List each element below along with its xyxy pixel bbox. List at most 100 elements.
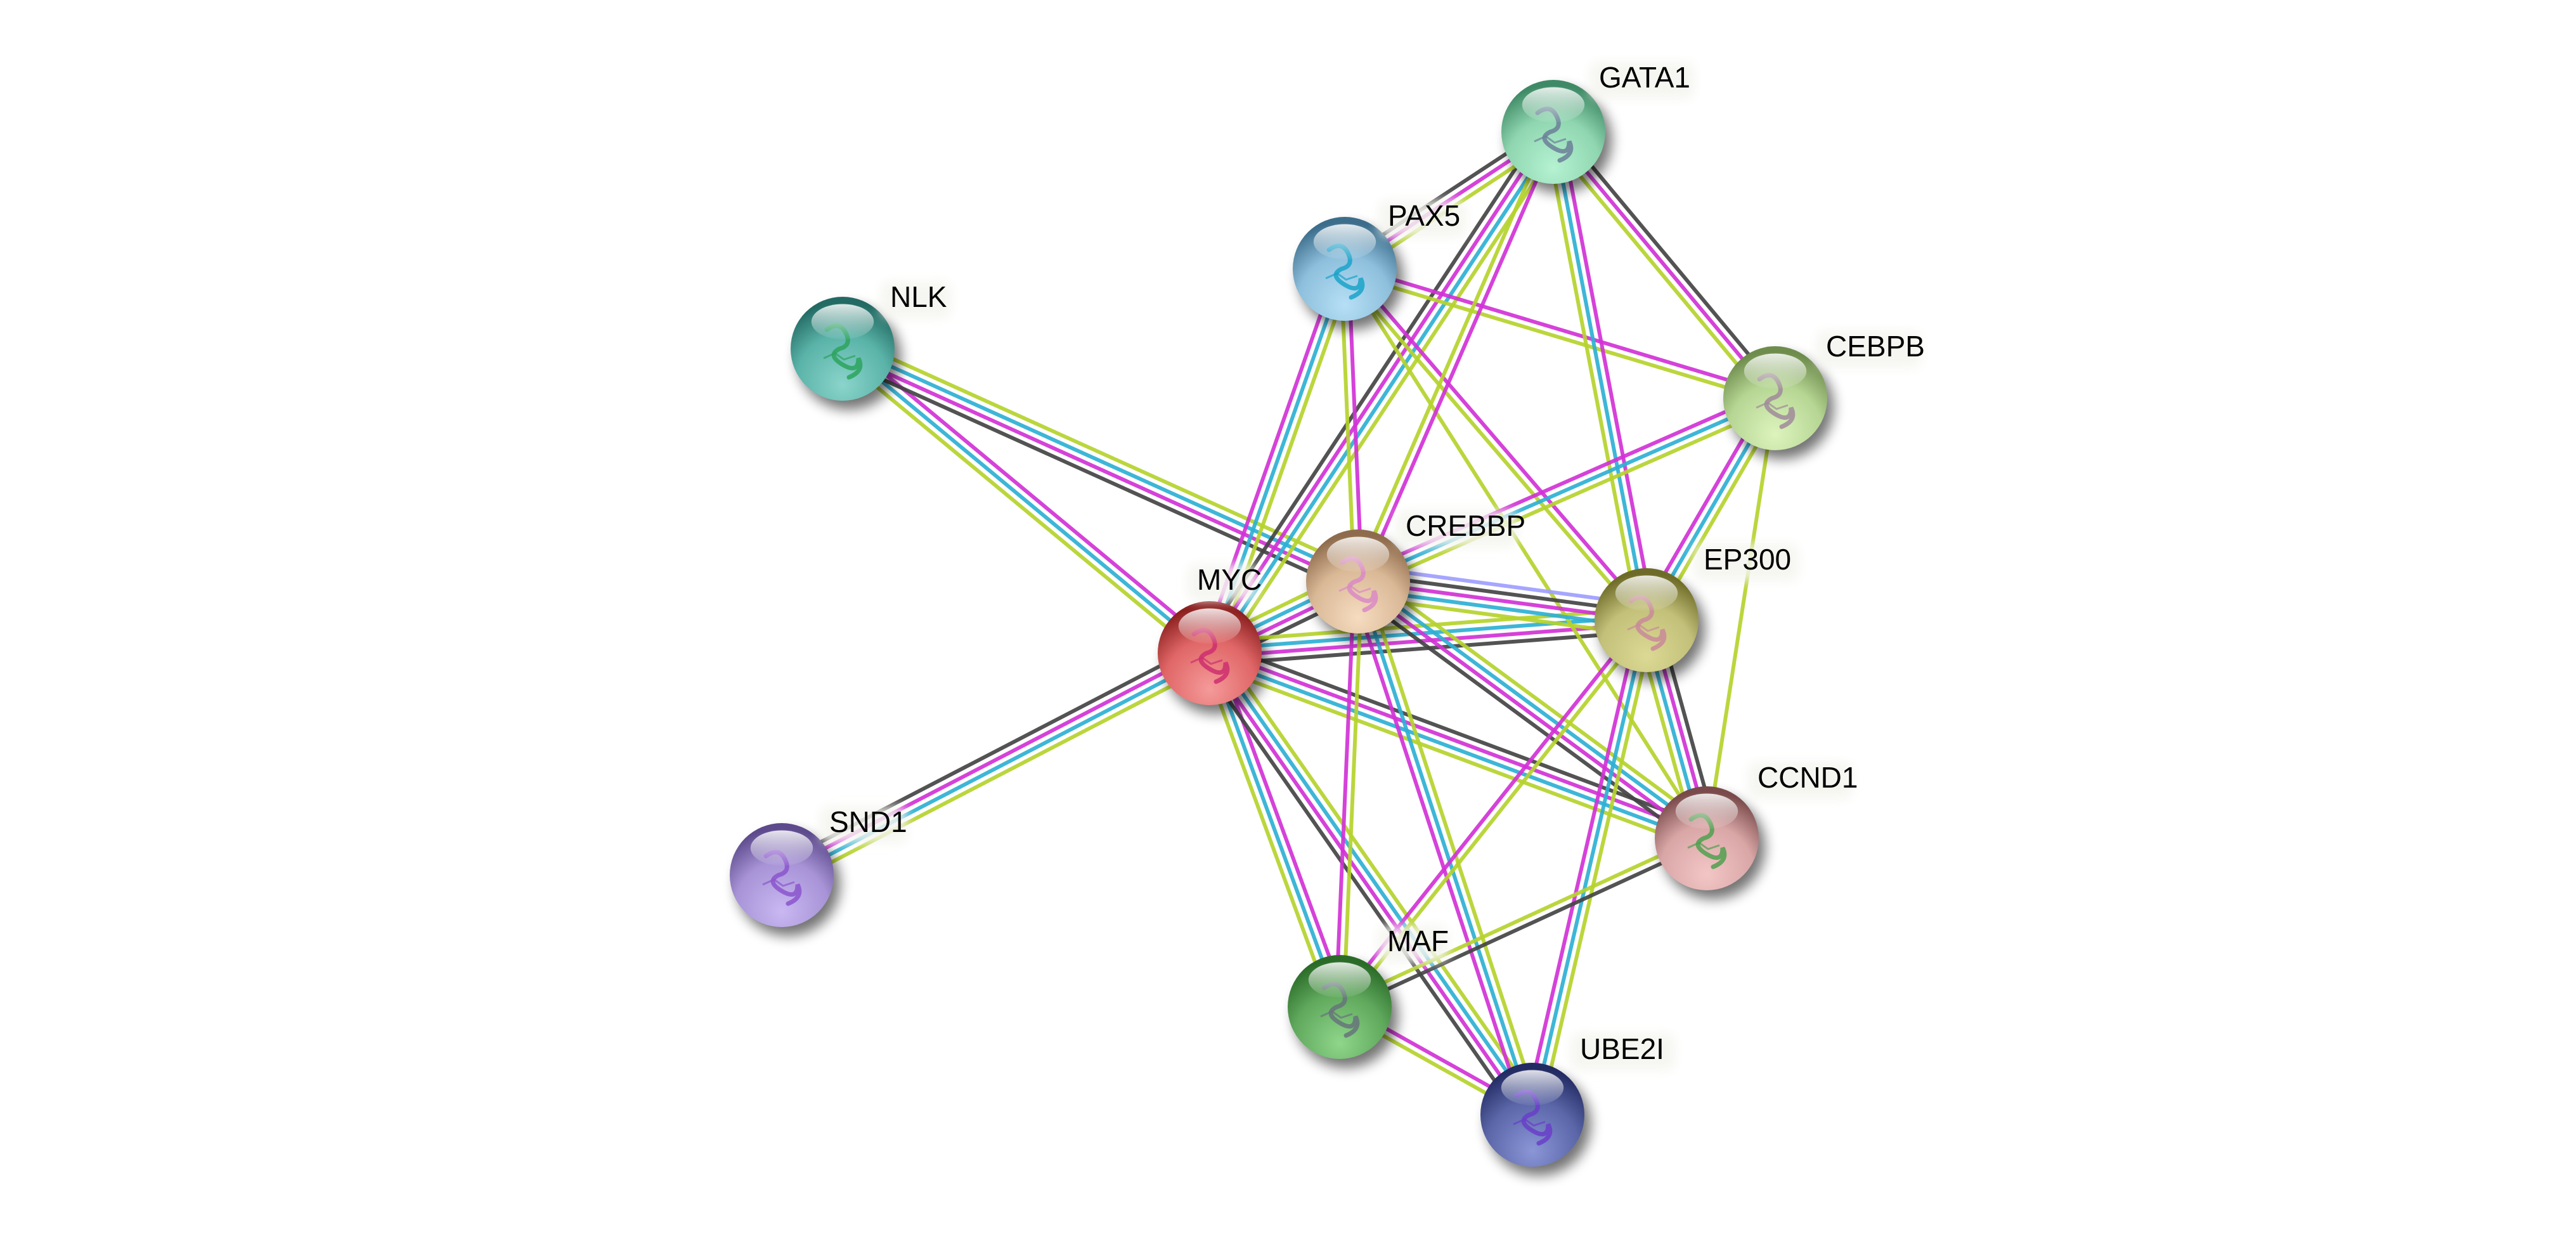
node-label-text: PAX5 [1388, 199, 1460, 232]
edge-myc-nlk[interactable] [836, 341, 1216, 661]
label-halo [1589, 62, 1694, 99]
evidence-line-experiments [1210, 647, 1709, 837]
evidence-line-databases [1356, 581, 1534, 1115]
nodes-layer [730, 80, 1834, 1176]
protein-loop-icon [1338, 585, 1371, 594]
edge-crebbp-ube2i[interactable] [1349, 578, 1542, 1118]
evidence-line-textmining [1544, 133, 1641, 622]
label-halo [1396, 510, 1518, 547]
label-halo [1694, 544, 1799, 581]
node-gloss [750, 830, 813, 866]
evidence-line-textmining [1537, 621, 1656, 1117]
node-crebbp[interactable] [1306, 529, 1416, 642]
node-label-maf: MAF [1378, 925, 1449, 963]
node-ccnd1[interactable] [1655, 786, 1765, 899]
evidence-line-databases [1211, 649, 1537, 1114]
evidence-line-experiments [840, 350, 1357, 587]
node-label-cebpb: CEBPB [1816, 330, 1925, 368]
evidence-line-experiments [1205, 129, 1552, 653]
evidence-line-experiments [1215, 649, 1349, 1005]
evidence-line-databases [1207, 654, 1706, 844]
edge-pax5-cebpb[interactable] [1343, 263, 1777, 404]
node-label-ube2i: UBE2I [1570, 1032, 1675, 1070]
label-halo [1378, 926, 1448, 963]
protein-loop-icon [1320, 1010, 1353, 1019]
protein-loop-icon [1627, 623, 1660, 632]
edge-pax5-ccnd1[interactable] [1343, 268, 1709, 840]
node-maf[interactable] [1288, 955, 1398, 1068]
evidence-line-experiments [1558, 130, 1656, 620]
evidence-line-textmining [846, 336, 1364, 573]
evidence-line-databases [1359, 576, 1711, 837]
evidence-line-coexpression [837, 357, 1354, 594]
node-label-text: MAF [1387, 925, 1449, 958]
edge-maf-ccnd1[interactable] [1337, 833, 1709, 1013]
protein-loop-icon [1534, 135, 1567, 144]
edge-myc-ube2i[interactable] [1198, 645, 1544, 1123]
evidence-line-experiments [1334, 581, 1357, 1007]
node-label-nlk: NLK [881, 280, 951, 318]
label-halo [1570, 1034, 1675, 1070]
edge-myc-snd1[interactable] [775, 641, 1216, 887]
evidence-line-databases [1357, 396, 1777, 583]
node-snd1[interactable] [730, 823, 840, 936]
evidence-line-experiments [1349, 583, 1527, 1118]
evidence-line-coexpression [1340, 840, 1709, 1013]
node-cebpb[interactable] [1723, 346, 1834, 459]
label-halo [820, 807, 907, 843]
evidence-line-experiments [1346, 265, 1651, 620]
evidence-line-textmining [1360, 403, 1780, 590]
node-ep300[interactable] [1595, 568, 1705, 681]
evidence-line-textmining [1217, 137, 1565, 661]
evidence-line-textmining [1343, 268, 1709, 840]
label-halo [1378, 200, 1466, 237]
node-gata1[interactable] [1501, 80, 1612, 193]
node-pax5[interactable] [1293, 217, 1403, 330]
protein-loop-icon [1756, 401, 1789, 410]
edge-gata1-ep300[interactable] [1544, 130, 1656, 622]
node-nlk[interactable] [791, 297, 901, 410]
evidence-line-textmining [836, 353, 1207, 661]
edge-cebpb-ccnd1[interactable] [1705, 398, 1777, 839]
label-halo [1816, 331, 1921, 368]
node-label-text: CCND1 [1757, 761, 1858, 794]
evidence-line-databases [1211, 133, 1558, 656]
evidence-line-databases [1531, 620, 1648, 1115]
evidence-line-textmining [1343, 270, 1775, 404]
node-myc[interactable] [1158, 601, 1268, 714]
evidence-line-databases [1551, 131, 1648, 621]
edge-crebbp-ccnd1[interactable] [1350, 571, 1715, 849]
node-label-text: EP300 [1704, 543, 1791, 576]
edge-ep300-ube2i[interactable] [1523, 618, 1656, 1117]
node-gloss [1178, 608, 1241, 644]
evidence-line-coexpression [1350, 589, 1702, 849]
protein-loop-icon [1325, 272, 1358, 281]
node-label-ep300: EP300 [1694, 543, 1799, 581]
evidence-line-textmining [1341, 581, 1364, 1008]
evidence-line-coexpression [1198, 658, 1525, 1123]
evidence-line-textmining [1705, 398, 1777, 839]
labels-layer: MYCCREBBPEP300GATA1PAX5CEBPBNLKSND1CCND1… [820, 61, 1925, 1070]
node-gloss [1326, 536, 1390, 573]
protein-loop-icon [1687, 841, 1720, 850]
node-gloss [1615, 575, 1678, 611]
node-label-gata1: GATA1 [1589, 61, 1694, 99]
edge-myc-maf[interactable] [1200, 649, 1349, 1011]
edge-pax5-ep300[interactable] [1340, 265, 1651, 624]
node-label-text: GATA1 [1599, 61, 1690, 94]
evidence-line-databases [1208, 652, 1342, 1008]
node-label-pax5: PAX5 [1378, 199, 1466, 237]
evidence-line-experiments [1345, 263, 1777, 397]
evidence-line-experiments [846, 341, 1216, 649]
edge-gata1-crebbp[interactable] [1352, 129, 1559, 584]
node-label-crebbp: CREBBP [1396, 509, 1525, 547]
evidence-line-experiments [1354, 583, 1706, 843]
node-label-text: SND1 [829, 805, 907, 838]
label-halo [881, 282, 951, 318]
evidence-line-textmining [1217, 645, 1544, 1110]
evidence-line-textmining [1363, 578, 1542, 1114]
node-ube2i[interactable] [1480, 1063, 1591, 1176]
protein-loop-icon [1513, 1118, 1546, 1127]
edge-myc-gata1[interactable] [1198, 124, 1565, 661]
edge-crebbp-maf[interactable] [1334, 581, 1364, 1008]
